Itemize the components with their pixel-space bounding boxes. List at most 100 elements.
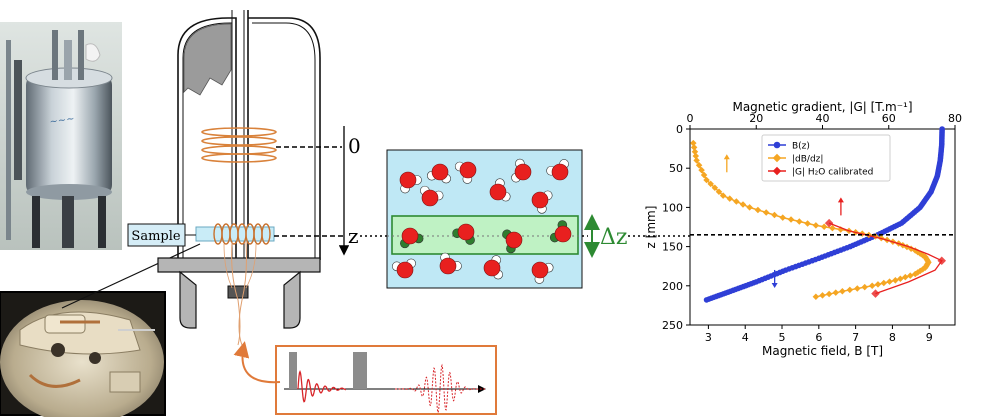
tagged-water-molecule bbox=[400, 227, 424, 249]
water-molecule bbox=[426, 163, 451, 184]
gradient-point bbox=[762, 209, 770, 216]
gradient-point bbox=[812, 293, 820, 301]
gradient-point bbox=[854, 285, 861, 292]
dz-label: Δz bbox=[600, 225, 627, 250]
bottom-tick-label: 4 bbox=[742, 331, 749, 344]
gradient-point bbox=[897, 275, 904, 282]
bottom-tick-label: 8 bbox=[889, 331, 896, 344]
bottom-axis-label: Magnetic field, B [T] bbox=[762, 344, 883, 358]
gradient-point bbox=[695, 162, 703, 169]
gradient-point bbox=[825, 290, 833, 298]
water-molecule bbox=[454, 161, 477, 184]
gradient-point bbox=[819, 292, 826, 299]
top-axis-label: Magnetic gradient, |G| [T.m⁻¹] bbox=[732, 100, 912, 114]
gradient-point bbox=[787, 216, 795, 223]
top-tick-label: 20 bbox=[749, 112, 763, 125]
gradient-point bbox=[691, 148, 699, 155]
b-field-point bbox=[703, 297, 710, 303]
gradient-point bbox=[839, 288, 846, 295]
magnet-photo: ~~~ bbox=[0, 22, 122, 250]
top-tick-label: 60 bbox=[882, 112, 896, 125]
gradient-point bbox=[746, 204, 753, 211]
gradient-point bbox=[820, 223, 828, 231]
water-molecule bbox=[489, 178, 511, 202]
water-molecule bbox=[546, 159, 569, 181]
y-tick-label: 200 bbox=[662, 280, 683, 293]
field-coil bbox=[201, 127, 277, 163]
gradient-point bbox=[829, 224, 836, 232]
gradient-point bbox=[880, 279, 888, 287]
water-molecule bbox=[439, 252, 462, 275]
gradient-point bbox=[771, 211, 778, 219]
legend-label: |dB/dz| bbox=[792, 155, 823, 165]
gradient-point bbox=[711, 184, 719, 192]
tagged-water-molecule bbox=[502, 229, 523, 254]
trend-arrow-head bbox=[723, 154, 730, 160]
calibrated-line bbox=[828, 222, 943, 295]
gradient-point bbox=[715, 188, 723, 195]
gradient-point bbox=[846, 286, 854, 294]
gradient-point bbox=[779, 214, 787, 221]
water-molecules bbox=[391, 158, 572, 284]
top-tick-label: 80 bbox=[948, 112, 962, 125]
calibrated-point bbox=[871, 289, 880, 298]
gradient-point bbox=[693, 157, 700, 164]
gradient-point bbox=[692, 152, 700, 160]
gradient-point bbox=[733, 198, 740, 205]
y-tick-label: 0 bbox=[676, 123, 683, 136]
trend-arrow-head bbox=[837, 197, 844, 203]
pulse-sequence-inset bbox=[275, 345, 497, 415]
y-tick-label: 150 bbox=[662, 241, 683, 254]
water-molecule bbox=[391, 258, 416, 279]
sample-label: Sample bbox=[131, 229, 180, 244]
gradient-point bbox=[796, 218, 803, 225]
legend-marker bbox=[773, 141, 781, 149]
bottom-tick-label: 9 bbox=[926, 331, 933, 344]
bottom-tick-label: 6 bbox=[815, 331, 822, 344]
gradient-point bbox=[698, 166, 705, 174]
gradient-point bbox=[911, 270, 919, 278]
echo-signal bbox=[395, 363, 485, 415]
selected-slice bbox=[391, 215, 579, 255]
top-tick-label: 0 bbox=[687, 112, 694, 125]
legend-label: B(z) bbox=[792, 142, 810, 152]
bottom-tick-label: 5 bbox=[779, 331, 786, 344]
z-label: z bbox=[348, 224, 359, 248]
gradient-point bbox=[690, 144, 698, 151]
gradient-point bbox=[707, 180, 714, 188]
y-tick-label: 250 bbox=[662, 319, 683, 332]
y-tick-label: 50 bbox=[669, 162, 683, 175]
gradient-point bbox=[902, 273, 909, 281]
pulse-pointer-arrow bbox=[233, 341, 281, 384]
legend-label: |G| H₂O calibrated bbox=[792, 168, 873, 178]
tagged-water-molecule bbox=[549, 220, 572, 243]
fid-signal bbox=[297, 370, 346, 403]
zero-label: 0 bbox=[348, 134, 361, 158]
rf-coil bbox=[213, 223, 271, 245]
gradient-point bbox=[907, 272, 914, 279]
y-tick-label: 100 bbox=[662, 201, 683, 214]
gradient-point bbox=[754, 206, 762, 214]
gradient-point bbox=[719, 192, 727, 199]
top-tick-label: 40 bbox=[816, 112, 830, 125]
water-molecule bbox=[420, 185, 444, 207]
y-axis-label: z [mm] bbox=[644, 206, 658, 249]
gradient-point bbox=[690, 139, 697, 147]
gradient-point bbox=[812, 222, 820, 229]
gradient-point bbox=[739, 201, 747, 208]
water-molecule bbox=[511, 158, 532, 183]
gradient-point bbox=[703, 176, 710, 184]
probe-photo bbox=[0, 291, 166, 417]
gradient-point bbox=[861, 283, 868, 291]
gradient-point bbox=[832, 289, 840, 296]
water-molecule bbox=[483, 255, 503, 280]
gradient-point bbox=[886, 278, 893, 285]
trend-arrow-head bbox=[771, 282, 778, 288]
chart-legend: B(z) |dB/dz| |G| H₂O calibrated bbox=[761, 134, 891, 182]
gradient-point bbox=[804, 220, 811, 227]
tagged-water-molecule bbox=[452, 223, 475, 245]
bottom-tick-label: 3 bbox=[705, 331, 712, 344]
water-molecule bbox=[531, 190, 553, 214]
